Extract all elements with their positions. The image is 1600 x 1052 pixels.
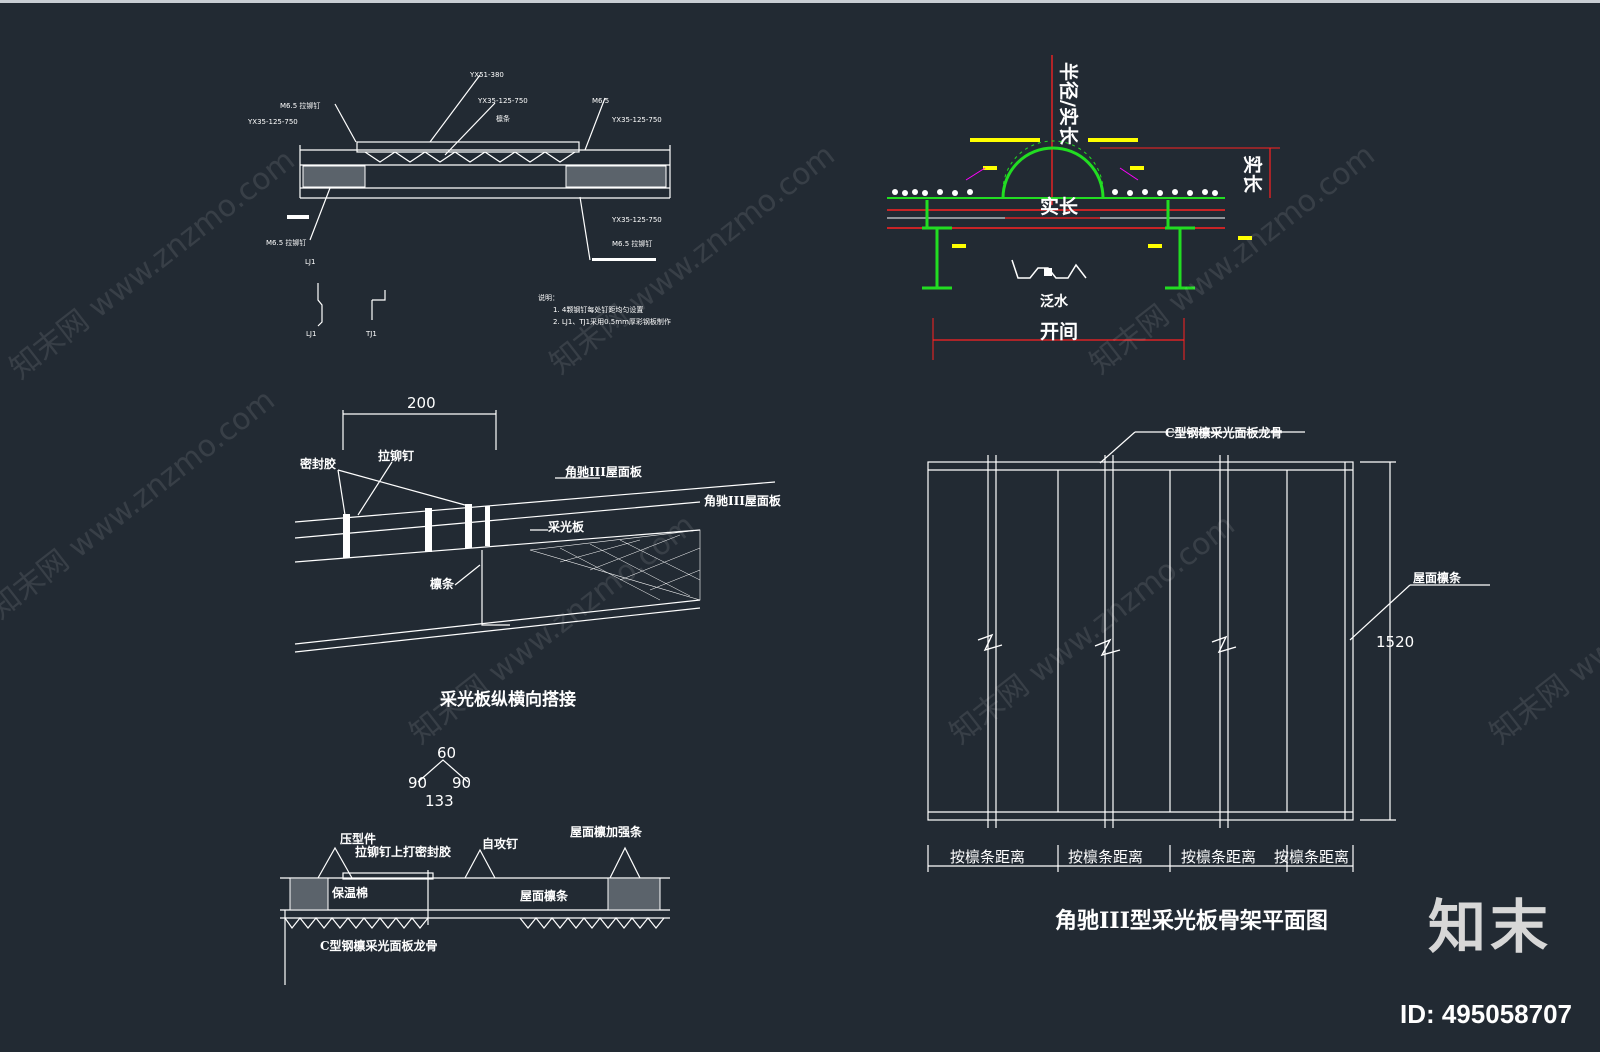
tag-lj1: LJ1 [306, 330, 316, 338]
note-line-2: 2. LJ1、TJ1采用0.5mm厚彩钢板制作 [553, 317, 671, 326]
svg-text:YX51-380: YX51-380 [469, 71, 504, 79]
label-rivet: 拉铆钉 [378, 448, 414, 463]
radius-length-label: 半径/实长 [1057, 62, 1080, 146]
detail-top-left: YX51-380 YX35-125-750 檩条 M6.5 YX35-125-7… [247, 71, 671, 338]
watermark-7: 知末网 www.znzmo.com [1483, 508, 1600, 752]
label-purlin: 檩条 [430, 576, 455, 591]
svg-text:M6.5 拉铆钉: M6.5 拉铆钉 [612, 239, 652, 248]
label-purlin-stiffener: 屋面檩加强条 [570, 824, 643, 839]
watermark-4: 知末网 www.znzmo.com [0, 383, 282, 627]
watermark-3: 知末网 www.znzmo.com [1083, 138, 1381, 382]
label-rivet-sealant: 拉铆钉上打密封胶 [355, 844, 451, 859]
side-length-label: 实长 [1241, 155, 1264, 194]
angle-right: 90 [452, 774, 471, 792]
span-label: 开间 [1040, 321, 1078, 343]
detail-bottom-left: 压型件 拉铆钉上打密封胶 自攻钉 屋面檩加强条 保温棉 屋面檩条 C型钢檩采光面… [280, 824, 670, 985]
callout-roof-purlin: 屋面檩条 [1413, 570, 1462, 585]
callout-c-steel-keel: C型钢檩采光面板龙骨 [1165, 425, 1283, 440]
height-dimension: 1520 [1376, 633, 1414, 651]
label-skylight: 采光板 [547, 519, 585, 534]
watermark-1: 知末网 www.znzmo.com [3, 143, 301, 387]
svg-text:YX35-125-750: YX35-125-750 [611, 116, 662, 124]
tag-tj1: TJ1 [365, 330, 377, 338]
angle-detail: 60 90 90 133 [408, 744, 471, 810]
label-roof-panel-b: 角驰III屋面板 [704, 493, 782, 508]
spacing-label-1: 按檩条距离 [950, 848, 1025, 866]
label-insulation: 保温棉 [331, 885, 368, 900]
dimension-200: 200 [407, 394, 436, 412]
detail-top-right: 半径/实长 实长 实长 [887, 55, 1280, 360]
flashing-label: 泛水 [1040, 293, 1069, 310]
plan-view: C型钢檩采光面板龙骨 屋面檩条 1520 按檩条距离 按檩条距离 按檩条距离 按… [927, 425, 1490, 934]
angle-bottom: 133 [425, 792, 454, 810]
detail-mid-left: 200 密封胶 拉铆钉 角驰III屋面板 角驰III屋面板 采光板 [294, 394, 782, 710]
label-pressed-part: 压型件 [340, 831, 376, 846]
svg-text:YX35-125-750: YX35-125-750 [477, 97, 528, 105]
svg-text:M6.5 拉铆钉: M6.5 拉铆钉 [266, 238, 306, 247]
label-roof-panel-a: 角驰III屋面板 [565, 464, 643, 479]
svg-text:M6.5 拉铆钉: M6.5 拉铆钉 [280, 101, 320, 110]
arc-length-label: 实长 [1040, 195, 1079, 218]
spacing-label-2: 按檩条距离 [1068, 848, 1143, 866]
watermarks: 知末网 www.znzmo.com 知末网 www.znzmo.com 知末网 … [0, 138, 1600, 752]
svg-text:LJ1: LJ1 [305, 258, 315, 266]
label-sealant: 密封胶 [300, 456, 336, 471]
label-roof-purlin: 屋面檩条 [520, 888, 569, 903]
svg-text:YX35-125-750: YX35-125-750 [611, 216, 662, 224]
note-line-1: 1. 4颗钢钉每处钉距均匀设置 [553, 305, 643, 314]
angle-left: 90 [408, 774, 427, 792]
image-id: ID: 495058707 [1399, 999, 1572, 1029]
spacing-label-4: 按檩条距离 [1274, 848, 1349, 866]
mid-left-title: 采光板纵横向搭接 [439, 689, 576, 710]
zhimo-logo: 知末 [1427, 893, 1552, 961]
svg-text:檩条: 檩条 [496, 114, 510, 123]
watermark-5: 知末网 www.znzmo.com [403, 508, 701, 752]
spacing-label-3: 按檩条距离 [1181, 848, 1256, 866]
svg-text:M6.5: M6.5 [592, 97, 609, 105]
plan-title: 角驰III型采光板骨架平面图 [1055, 908, 1328, 934]
svg-text:YX35-125-750: YX35-125-750 [247, 118, 298, 126]
notes-heading: 说明： [538, 293, 559, 302]
label-self-tapping: 自攻钉 [482, 836, 518, 851]
top-border-line [0, 0, 1600, 3]
angle-top: 60 [437, 744, 456, 762]
label-c-steel-keel: C型钢檩采光面板龙骨 [320, 938, 438, 953]
